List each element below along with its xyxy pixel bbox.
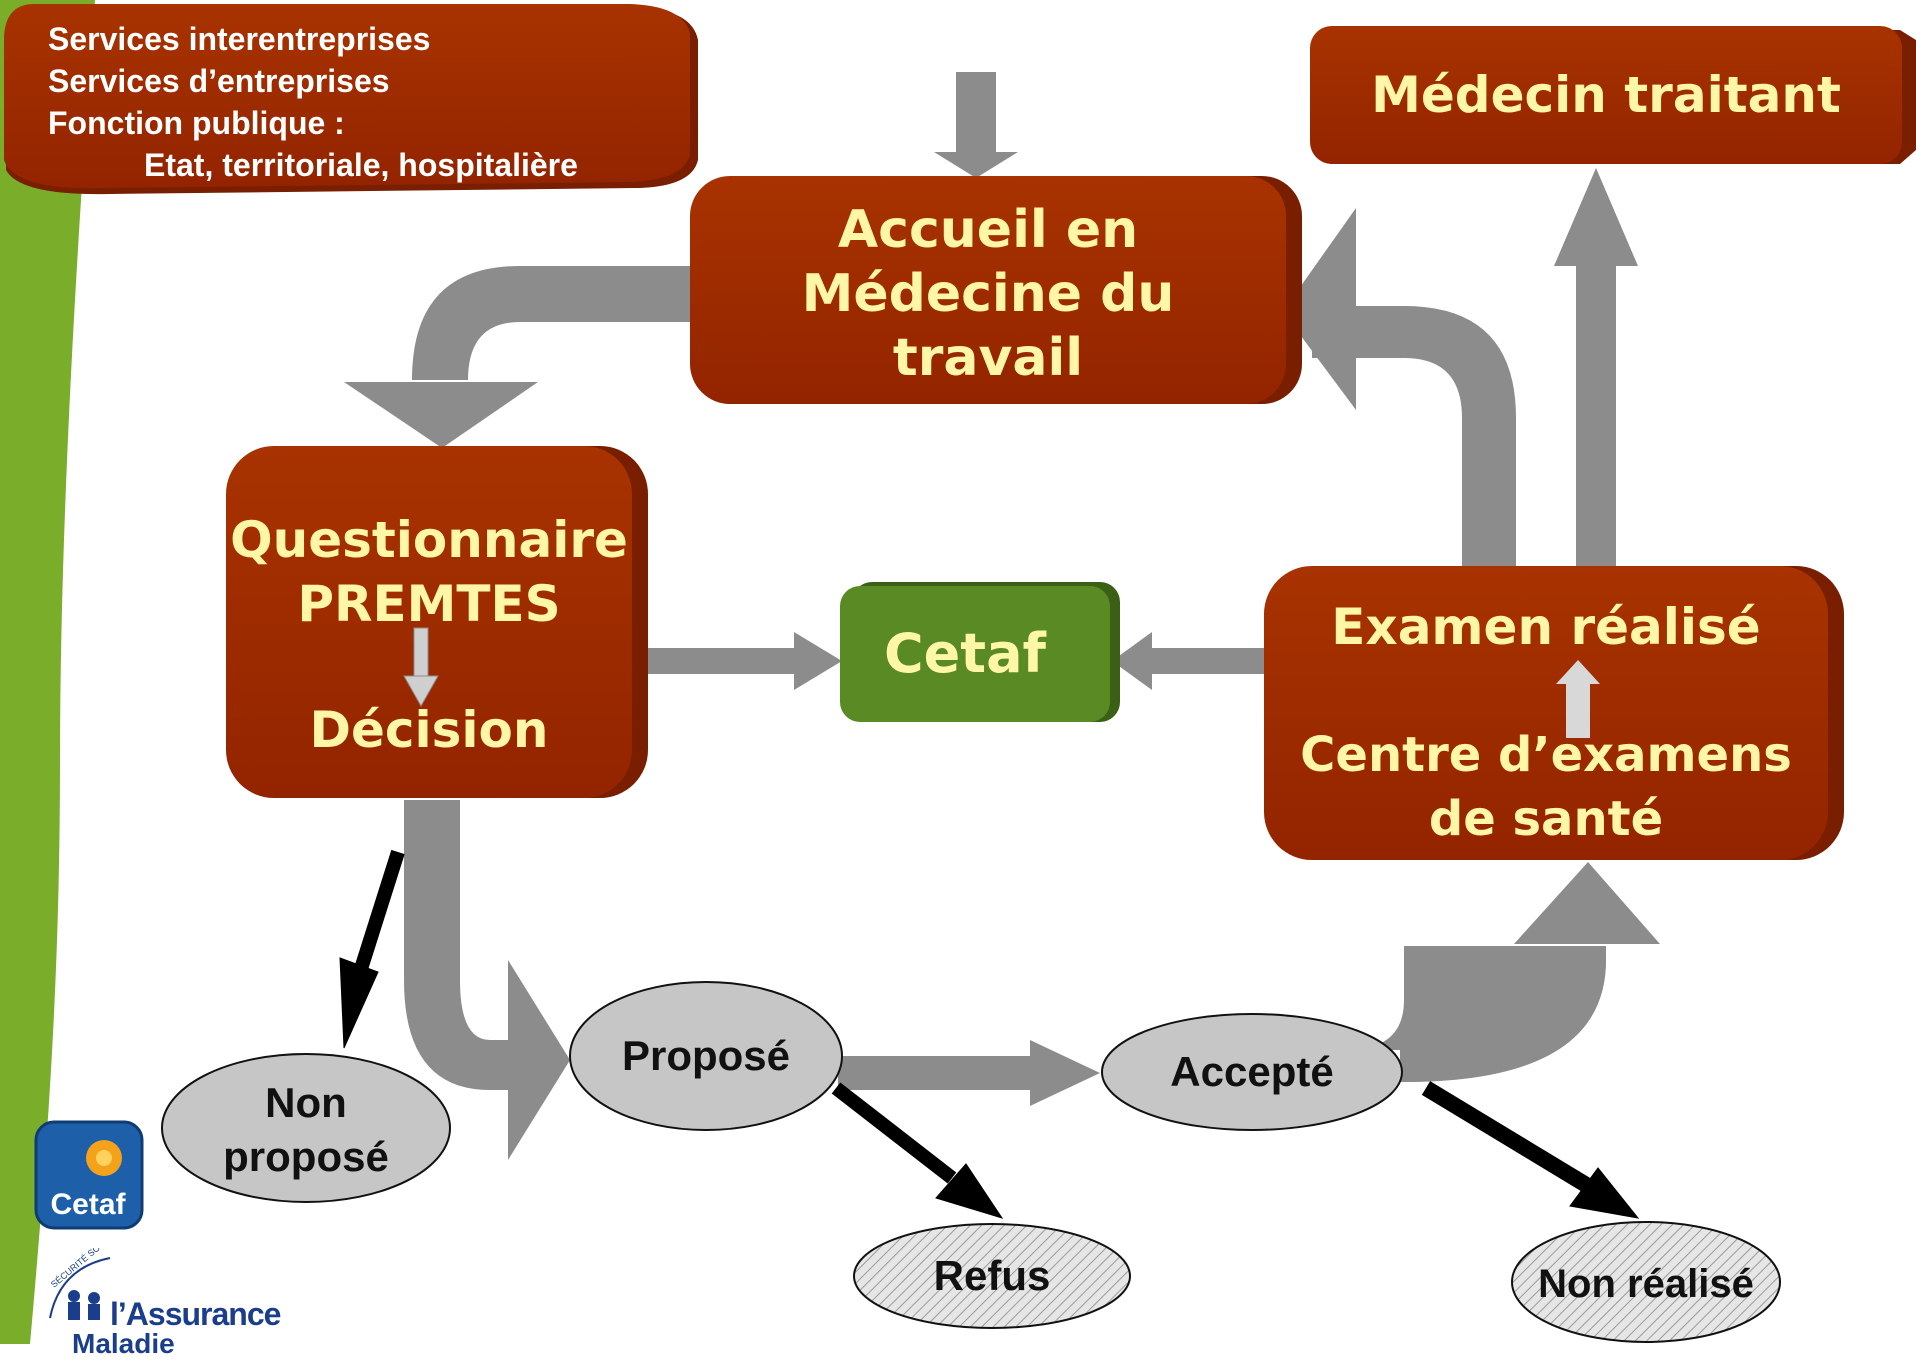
ellipse-non-realise (1511, 1221, 1781, 1343)
box-examen-centre (1264, 566, 1844, 860)
header-line-3: Fonction publique : (48, 105, 345, 141)
ellipse-non-propose (161, 1053, 451, 1203)
arrow-propose-to-refus (831, 1082, 957, 1184)
label-questionnaire: Questionnaire PREMTES (226, 506, 632, 638)
label-propose: Proposé (576, 1020, 836, 1092)
label-accueil-line-1: Accueil en (837, 200, 1139, 260)
label-questionnaire-line-2: PREMTES (297, 575, 561, 633)
label-non-propose: Non proposé (176, 1076, 436, 1184)
label-non-propose-line-2: proposé (223, 1133, 389, 1180)
label-accepte: Accepté (1112, 1036, 1392, 1108)
header-line-1: Services interentreprises (48, 21, 431, 57)
label-centre: Centre d’examens de santé (1264, 724, 1828, 850)
black-arrows (339, 849, 1640, 1219)
box-questionnaire (226, 446, 648, 798)
label-medecin-traitant: Médecin traitant (1310, 26, 1902, 164)
arrow-decision-to-propose (404, 800, 512, 1090)
gray-arrows (344, 72, 1660, 1160)
label-accueil-line-3: travail (892, 328, 1084, 388)
securite-sociale-text: SÉCURITÉ SOCIALE (49, 1248, 122, 1290)
ellipse-propose (569, 981, 843, 1131)
label-centre-line-1: Centre d’examens (1300, 727, 1792, 783)
assurance-logo-text: l’Assurance (110, 1296, 281, 1332)
label-cetaf-text: Cetaf (884, 621, 1046, 685)
arrow-decision-to-non-propose (353, 849, 405, 975)
arrow-questionnaire-to-cetaf (646, 648, 796, 674)
label-accepte-text: Accepté (1170, 1048, 1334, 1095)
arrow-examen-to-cetaf (1150, 648, 1268, 674)
label-accueil: Accueil en Médecine du travail (690, 196, 1286, 392)
arrow-accepte-to-non-realise (1421, 1081, 1593, 1193)
header-text: Services interentreprises Services d’ent… (48, 18, 688, 188)
cetaf-swirl-icon (86, 1140, 122, 1176)
ellipse-accepte (1101, 1013, 1403, 1131)
label-refus-text: Refus (933, 1252, 1051, 1299)
assurance-maladie-logo: SÉCURITÉ SOCIALE (49, 1248, 122, 1320)
label-non-realise: Non réalisé (1520, 1252, 1772, 1316)
label-accueil-line-2: Médecine du (801, 264, 1175, 324)
maladie-logo-text: Maladie (72, 1328, 175, 1359)
header-line-2: Services d’entreprises (48, 63, 390, 99)
label-medecin-traitant-text: Médecin traitant (1371, 66, 1841, 124)
box-accueil (690, 176, 1302, 404)
cetaf-logo-text: Cetaf (50, 1188, 126, 1221)
label-questionnaire-line-1: Questionnaire (230, 511, 628, 569)
label-decision-text: Décision (309, 701, 549, 759)
header-box-shape (4, 4, 698, 195)
label-refus: Refus (872, 1244, 1112, 1308)
label-decision: Décision (226, 698, 632, 762)
label-examen: Examen réalisé (1264, 594, 1828, 660)
green-side-band (0, 0, 95, 1344)
arrow-examen-to-accueil (1312, 306, 1516, 568)
label-cetaf: Cetaf (840, 586, 1090, 722)
label-propose-text: Proposé (621, 1032, 791, 1079)
cetaf-logo: Cetaf (34, 1120, 144, 1230)
label-non-propose-line-1: Non (265, 1079, 347, 1126)
arrow-propose-to-accepte (838, 1056, 1032, 1090)
label-examen-text: Examen réalisé (1331, 598, 1761, 656)
inner-arrow-questionnaire-to-decision (403, 627, 439, 708)
label-centre-line-2: de santé (1428, 791, 1664, 847)
box-medecin-traitant (1310, 26, 1916, 164)
arrow-top-in (956, 72, 996, 156)
inner-arrow-centre-to-examen (1556, 660, 1600, 738)
people-icon (68, 1290, 100, 1320)
ellipse-refus (853, 1223, 1131, 1329)
label-non-realise-text: Non réalisé (1538, 1261, 1754, 1306)
arrow-accueil-to-questionnaire (412, 266, 700, 380)
arrow-examen-to-medecin (1576, 262, 1616, 570)
header-line-4: Etat, territoriale, hospitalière (144, 147, 578, 183)
box-cetaf (840, 582, 1120, 722)
